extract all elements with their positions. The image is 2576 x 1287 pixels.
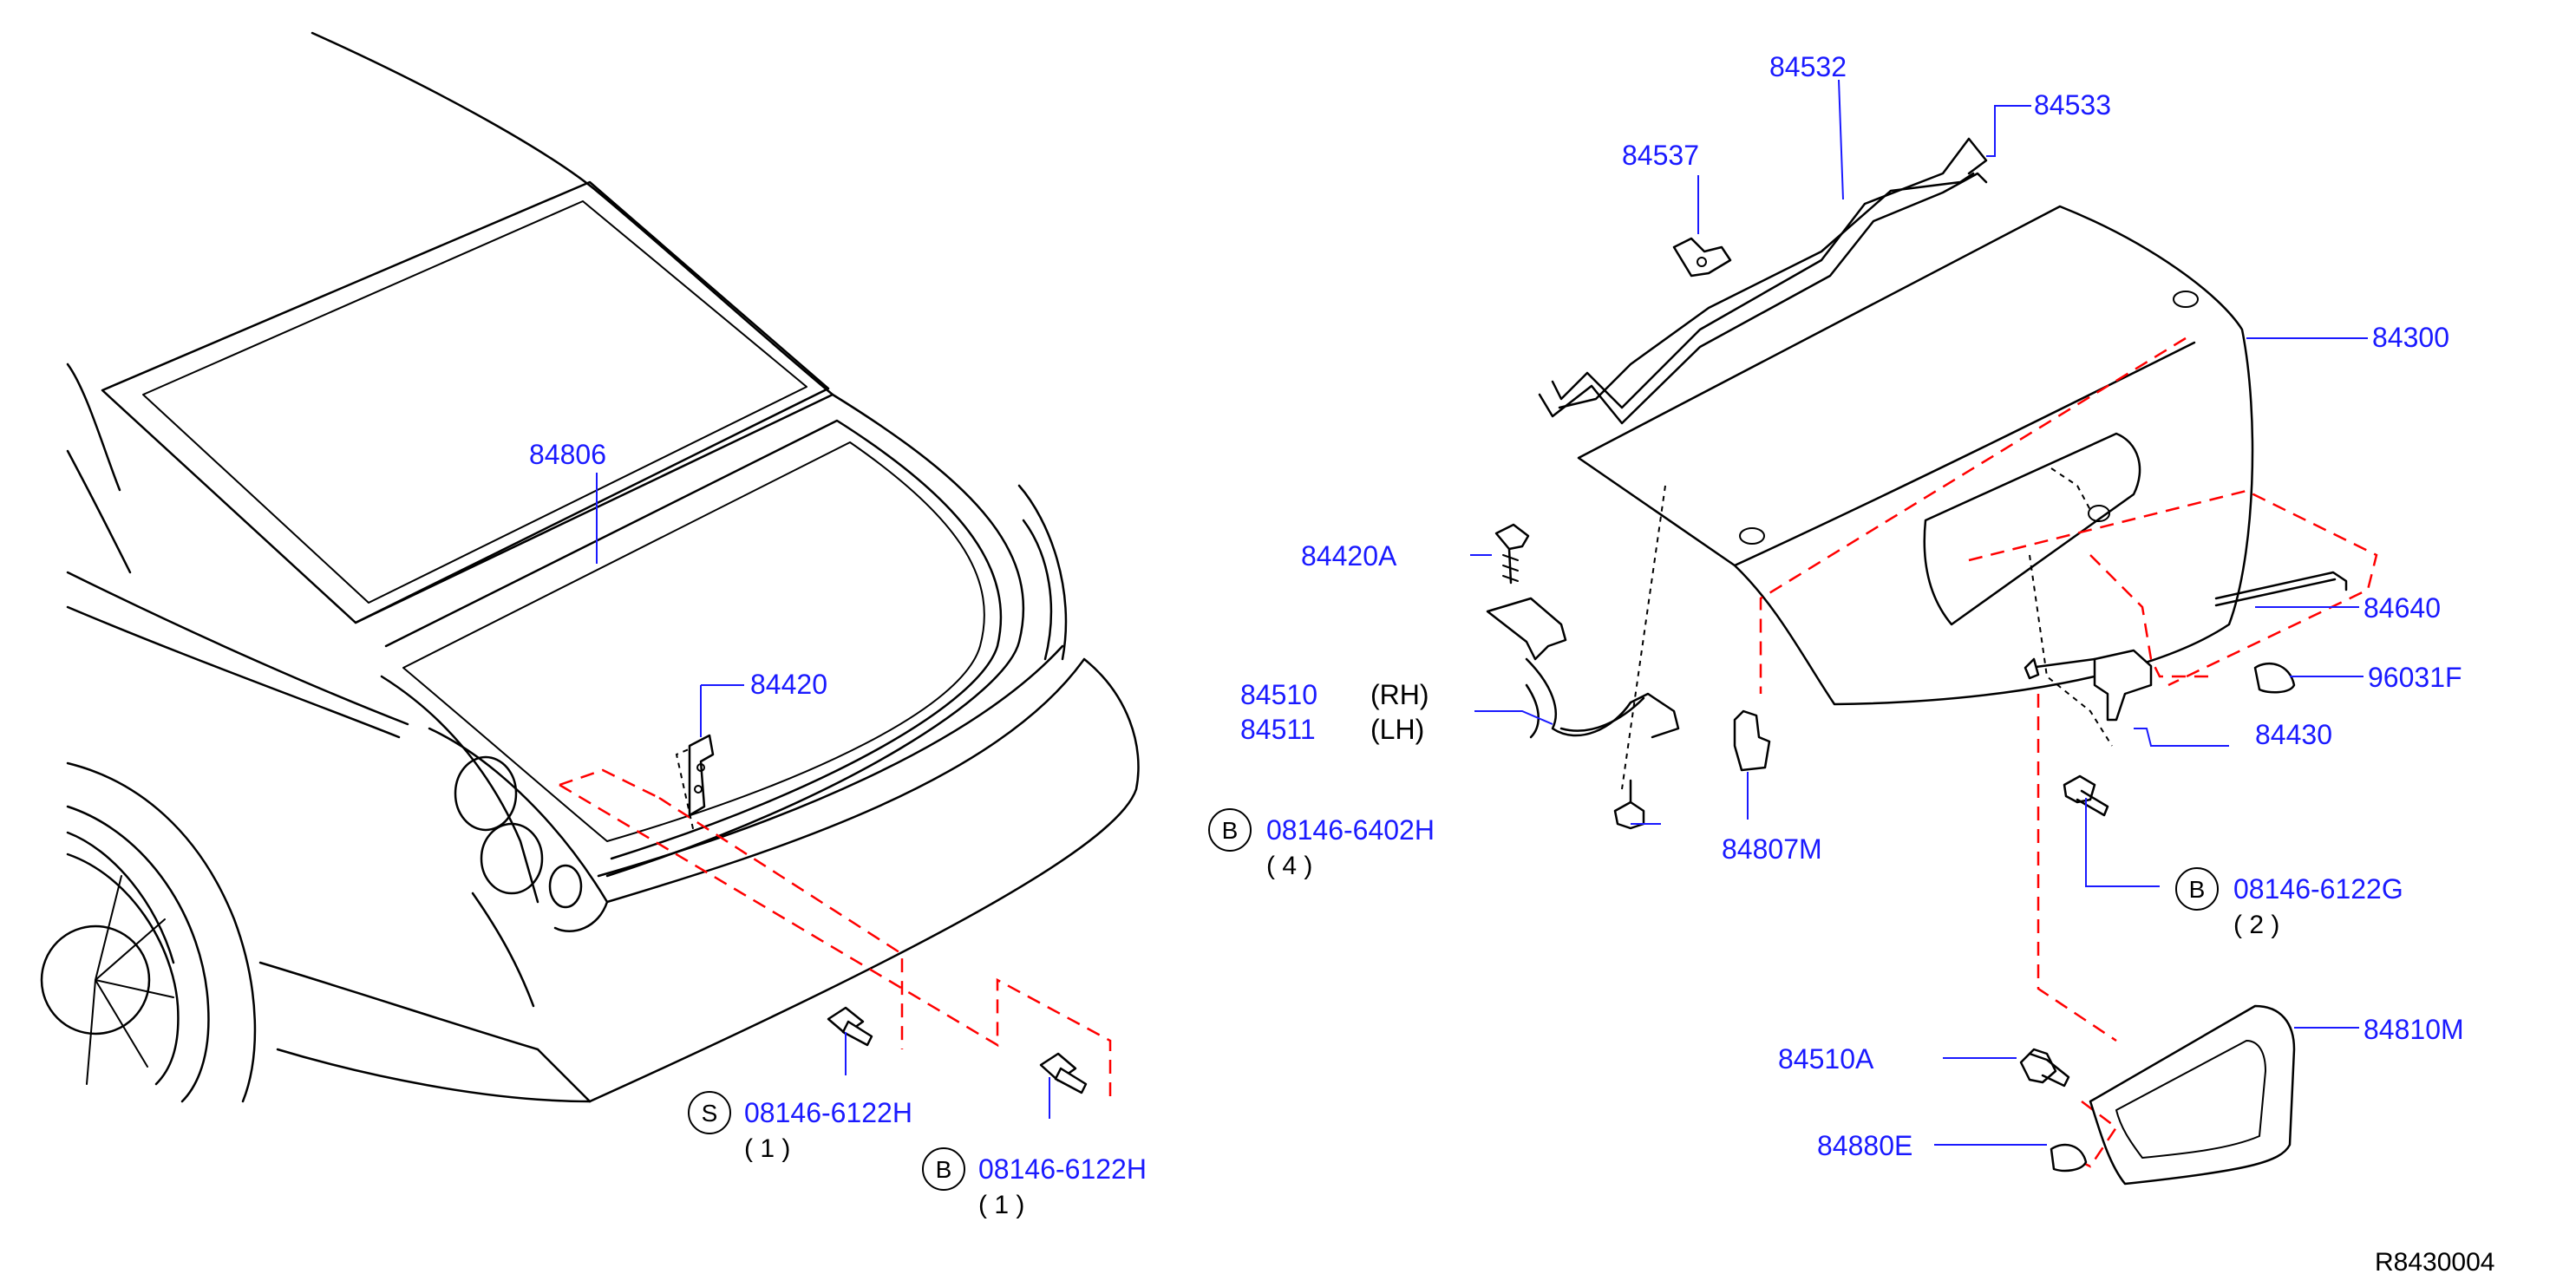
- fastener-callout-08146-6402H: B 08146-6402H ( 4 ): [1208, 808, 1435, 880]
- fastener-symbol-circle: [922, 1147, 965, 1191]
- label-84420A[interactable]: 84420A: [1301, 540, 1397, 572]
- label-84511[interactable]: 84511: [1240, 714, 1316, 745]
- clip-84537: [1672, 237, 1732, 278]
- label-84300[interactable]: 84300: [2372, 322, 2449, 353]
- label-84420[interactable]: 84420: [750, 669, 827, 700]
- fastener-quantity: ( 2 ): [2233, 911, 2279, 939]
- fastener-quantity: ( 4 ): [1266, 852, 1312, 880]
- label-84430[interactable]: 84430: [2255, 719, 2332, 750]
- fastener-symbol: B: [1222, 817, 1239, 844]
- part-number-labels: 84532 84533 84537 84300 84806 84420A 844…: [529, 51, 2464, 1161]
- label-96031F[interactable]: 96031F: [2368, 662, 2462, 693]
- fastener-part-number[interactable]: 08146-6122H: [978, 1153, 1147, 1185]
- leader-lines: [596, 79, 2368, 1146]
- diagram-reference-code: R8430004: [2375, 1248, 2494, 1277]
- bumper-rubber-84807M: [1733, 709, 1771, 772]
- label-84510[interactable]: 84510: [1240, 679, 1317, 710]
- trunk-hinge-84510-84511: [1486, 597, 1680, 739]
- left-alignment-guides: [559, 741, 1112, 1101]
- label-84810M[interactable]: 84810M: [2364, 1014, 2464, 1045]
- bolt-08146-6402H: [1613, 779, 1645, 830]
- label-84807M[interactable]: 84807M: [1722, 833, 1822, 865]
- label-84880E[interactable]: 84880E: [1817, 1130, 1912, 1161]
- bolt-08146-6122H-s: [827, 1006, 873, 1047]
- license-finisher-84810M: [2089, 1004, 2296, 1186]
- label-84806[interactable]: 84806: [529, 439, 606, 470]
- fastener-symbol: B: [936, 1156, 952, 1183]
- fastener-quantity: ( 1 ): [978, 1191, 1024, 1219]
- bolt-84420A: [1494, 523, 1530, 585]
- trunk-lock-84430: [2024, 649, 2153, 722]
- fastener-symbol-circle: [688, 1091, 731, 1134]
- note-rh: (RH): [1370, 679, 1429, 710]
- bolt-08146-6122G: [2063, 774, 2109, 817]
- label-84640[interactable]: 84640: [2364, 592, 2441, 624]
- fastener-part-number[interactable]: 08146-6402H: [1266, 814, 1435, 846]
- label-84532[interactable]: 84532: [1769, 51, 1847, 82]
- fastener-part-number[interactable]: 08146-6122H: [744, 1097, 912, 1128]
- bolt-84510A: [2019, 1048, 2070, 1088]
- note-lh: (LH): [1370, 714, 1424, 745]
- hinge-bracket-84420: [688, 734, 715, 817]
- right-alignment-guides: [1621, 336, 2378, 1168]
- fastener-callout-08146-6122G: B 08146-6122G ( 2 ): [2175, 867, 2403, 939]
- label-84537[interactable]: 84537: [1622, 140, 1699, 171]
- fastener-symbol-circle: [2175, 867, 2219, 911]
- trunk-lid-84300: [1577, 205, 2254, 706]
- label-84510A[interactable]: 84510A: [1778, 1043, 1874, 1075]
- fastener-quantity: ( 1 ): [744, 1134, 790, 1163]
- label-84533[interactable]: 84533: [2034, 89, 2111, 121]
- torsion-bar-84533: [1558, 172, 1975, 409]
- bolt-08146-6122H-b: [1039, 1052, 1088, 1094]
- nut-84880E: [2050, 1143, 2088, 1173]
- grommet-96031F: [2253, 662, 2296, 694]
- fastener-symbol: B: [2189, 876, 2206, 903]
- vehicle-rear-body-drawing: [40, 31, 1140, 1103]
- fastener-callout-08146-6122H-b: B 08146-6122H ( 1 ): [922, 1147, 1147, 1219]
- fastener-symbol-circle: [1208, 808, 1252, 852]
- fastener-callout-08146-6122H-s: S 08146-6122H ( 1 ): [688, 1091, 912, 1163]
- fastener-symbol: S: [702, 1100, 718, 1127]
- fastener-part-number[interactable]: 08146-6122G: [2233, 873, 2403, 905]
- rod-84640: [2214, 571, 2348, 607]
